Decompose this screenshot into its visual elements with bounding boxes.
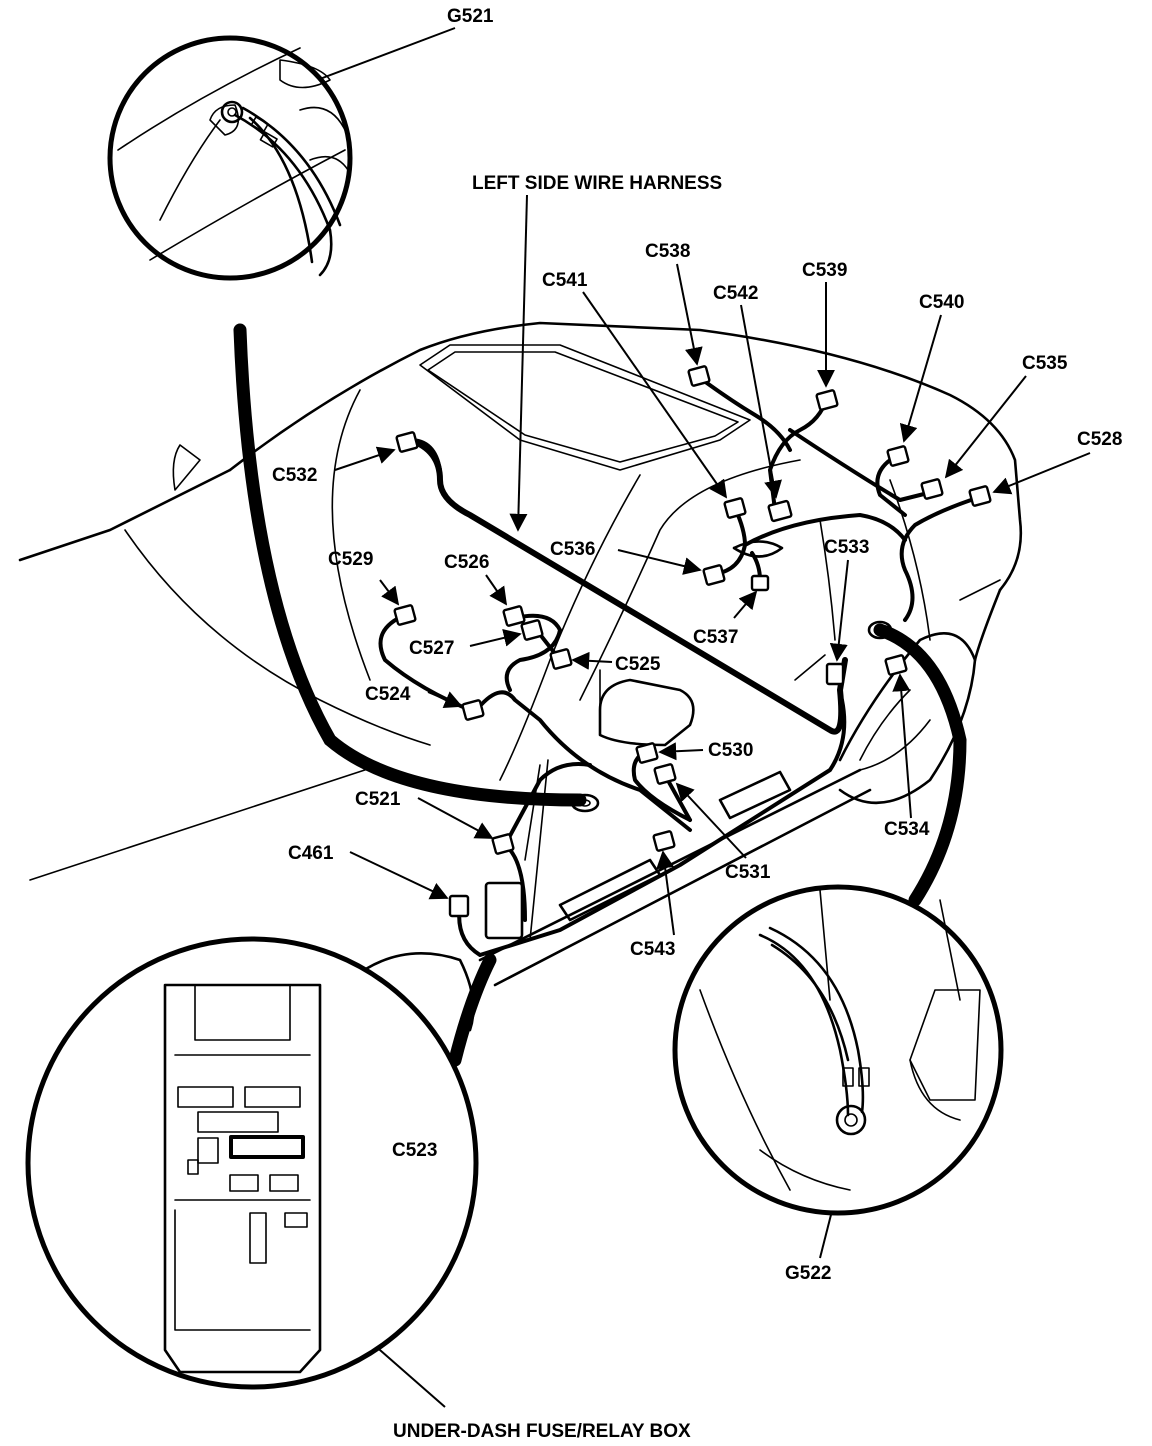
connectors — [393, 365, 992, 918]
label-c540: C540 — [919, 292, 964, 313]
connector-c533[interactable] — [825, 662, 845, 686]
connector-c540[interactable] — [886, 445, 910, 467]
detail-circle-fusebox — [25, 936, 479, 1390]
connector-c526[interactable] — [502, 605, 526, 627]
label-c528: C528 — [1077, 429, 1122, 450]
connector-c521[interactable] — [491, 833, 515, 855]
ground-bolt-rear — [867, 620, 893, 640]
connector-c525[interactable] — [549, 648, 573, 670]
ground-bolt-floor — [570, 793, 600, 813]
connector-c537[interactable] — [750, 574, 770, 592]
label-c531: C531 — [725, 862, 771, 883]
label-c534: C534 — [884, 819, 930, 840]
ground-lead-fusebox — [448, 953, 497, 1067]
label-c526: C526 — [444, 552, 489, 573]
connector-c530[interactable] — [635, 742, 659, 764]
label-c525: C525 — [615, 654, 661, 675]
ground-lead-g521 — [233, 323, 587, 807]
labels: G521 LEFT SIDE WIRE HARNESS C538 C541 C5… — [272, 6, 1122, 1442]
label-c521: C521 — [355, 789, 401, 810]
label-left-side-wire-harness: LEFT SIDE WIRE HARNESS — [472, 173, 722, 194]
label-under-dash-fuse-relay-box: UNDER-DASH FUSE/RELAY BOX — [393, 1421, 691, 1442]
connector-c543[interactable] — [652, 830, 676, 852]
connector-c527[interactable] — [520, 619, 544, 641]
connector-c534[interactable] — [884, 654, 908, 676]
label-c541: C541 — [542, 270, 588, 291]
ground-lead-g522 — [873, 623, 967, 907]
connector-c541[interactable] — [723, 497, 747, 519]
connector-c542[interactable] — [767, 499, 793, 523]
label-c524: C524 — [365, 684, 411, 705]
label-g522: G522 — [785, 1263, 831, 1284]
connector-c529[interactable] — [393, 604, 417, 626]
connector-c536[interactable] — [702, 564, 726, 586]
connector-c531[interactable] — [653, 763, 677, 785]
connector-c532[interactable] — [395, 431, 419, 453]
label-c532: C532 — [272, 465, 317, 486]
label-c530: C530 — [708, 740, 753, 761]
label-c539: C539 — [802, 260, 847, 281]
label-c523: C523 — [392, 1140, 437, 1161]
label-c542: C542 — [713, 283, 758, 304]
label-c537: C537 — [693, 627, 738, 648]
connector-c461[interactable] — [448, 894, 470, 918]
label-c527: C527 — [409, 638, 454, 659]
label-c529: C529 — [328, 549, 373, 570]
label-c543: C543 — [630, 939, 675, 960]
connector-c523[interactable] — [229, 1135, 305, 1159]
detail-circle-g521 — [107, 35, 353, 281]
wire-harness — [378, 376, 982, 957]
label-c535: C535 — [1022, 353, 1068, 374]
connector-c539[interactable] — [815, 389, 839, 411]
connector-c524[interactable] — [461, 699, 485, 721]
detail-circle-g522 — [672, 884, 1004, 1216]
connector-c538[interactable] — [687, 365, 711, 387]
label-c536: C536 — [550, 539, 595, 560]
connector-c535[interactable] — [920, 478, 944, 500]
label-c533: C533 — [824, 537, 869, 558]
label-c538: C538 — [645, 241, 690, 262]
label-c461: C461 — [288, 843, 334, 864]
label-g521: G521 — [447, 6, 494, 27]
connector-c528[interactable] — [968, 485, 992, 507]
